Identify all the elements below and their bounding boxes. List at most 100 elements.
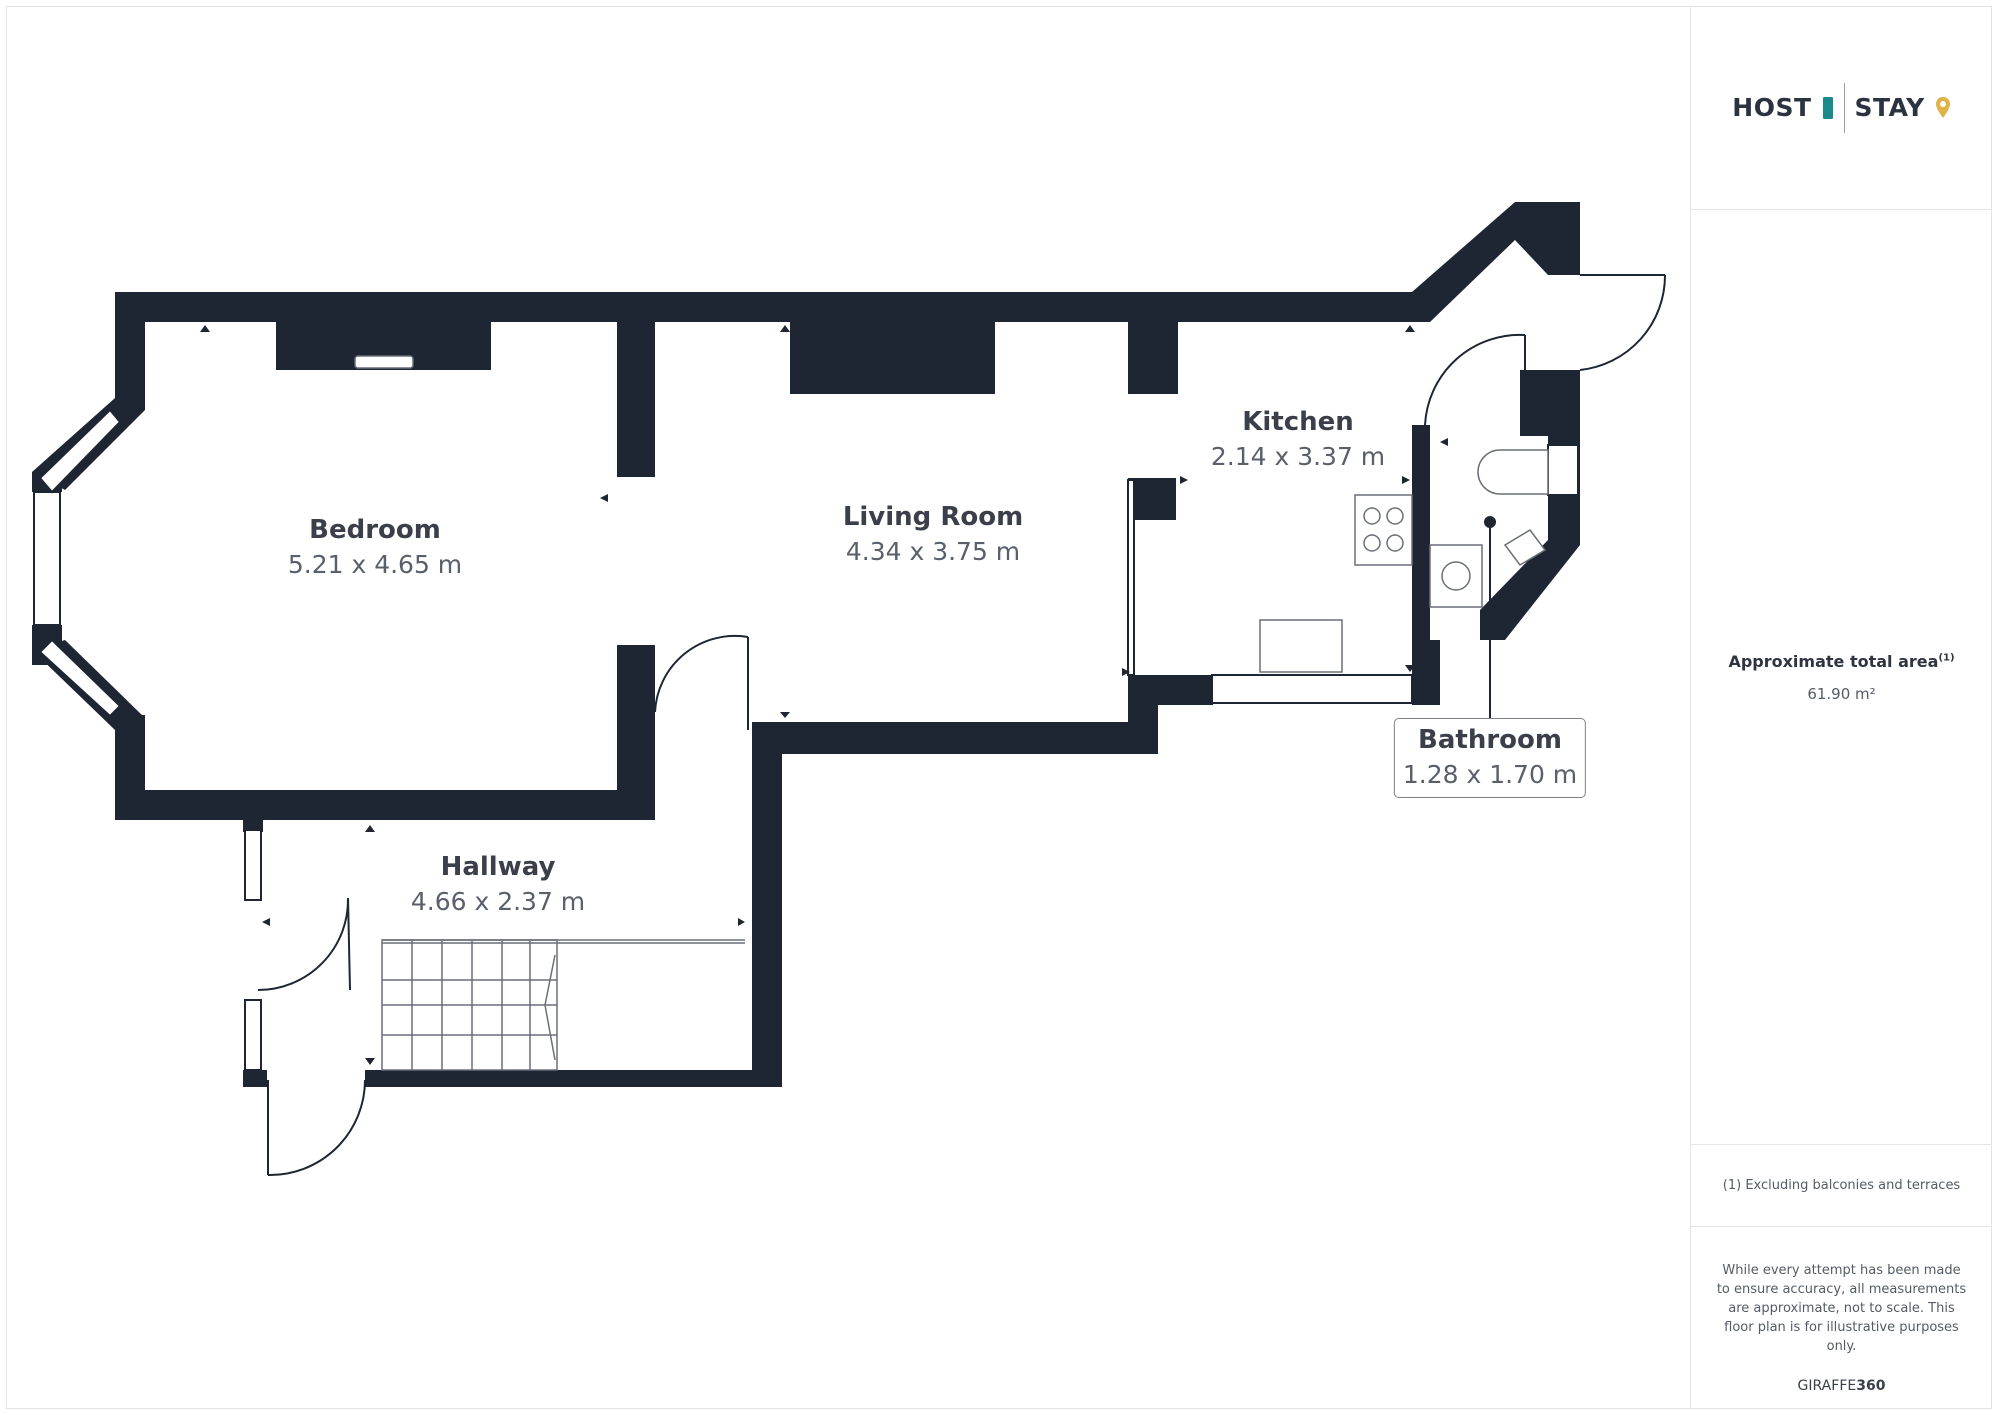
marker	[262, 918, 270, 926]
marker	[600, 494, 608, 502]
area-title: Approximate total area(1)	[1728, 652, 1954, 671]
room-name: Living Room	[842, 502, 1024, 532]
door-hallway-leaf	[347, 897, 351, 991]
marker	[1402, 476, 1410, 484]
room-dimensions: 5.21 x 4.65 m	[287, 550, 463, 579]
basin-bowl	[1441, 561, 1471, 591]
marker	[780, 712, 790, 718]
room-dimensions: 2.14 x 3.37 m	[1210, 442, 1386, 471]
wall-hallway-bottom-left	[243, 1070, 267, 1087]
area-section: Approximate total area(1) 61.90 m²	[1691, 210, 1992, 1145]
bathroom-leader	[1484, 516, 1496, 718]
wall-top	[115, 292, 1415, 322]
window-bay-front	[33, 491, 61, 626]
door-entrance-arc	[267, 1079, 366, 1177]
marker	[1405, 325, 1415, 332]
door-hallway-arc	[257, 897, 350, 991]
marker	[1122, 668, 1130, 676]
door-icon	[1822, 96, 1833, 119]
hob-ring	[1363, 534, 1381, 552]
chimney-living	[790, 322, 995, 394]
marker	[738, 918, 745, 926]
credit: GIRAFFE360	[1798, 1378, 1886, 1394]
brand-logo: HOST STAY	[1732, 82, 1950, 133]
fixtures	[354, 355, 1549, 673]
logo-divider	[1843, 82, 1845, 133]
wall-diagonal-top	[1412, 202, 1580, 322]
marker	[1180, 476, 1188, 484]
wall-bathroom-bottom-stub	[1412, 640, 1440, 705]
marker	[780, 325, 790, 332]
marker	[1405, 665, 1415, 672]
credit-suffix: 360	[1856, 1378, 1886, 1394]
wall-living-bottom	[752, 722, 1157, 754]
info-sidebar: HOST STAY Approximate total area(1) 61.9…	[1690, 6, 1992, 1409]
area-value: 61.90 m²	[1807, 684, 1876, 703]
fireplace-hearth	[354, 355, 414, 369]
toilet	[1477, 449, 1549, 495]
logo-section: HOST STAY	[1691, 6, 1992, 210]
location-pin-icon	[1935, 96, 1950, 118]
marker	[365, 1058, 375, 1065]
footnote: (1) Excluding balconies and terraces	[1722, 1178, 1961, 1193]
page-frame	[6, 6, 1992, 1409]
bathroom-shelf	[1503, 529, 1547, 566]
wall-kitchen-bottom-left	[1128, 675, 1213, 705]
leader-dot	[1484, 516, 1496, 528]
hob-ring	[1386, 507, 1404, 525]
room-living-room: Living Room 4.34 x 3.75 m	[843, 500, 1023, 570]
floor-plan: Bedroom 5.21 x 4.65 m Living Room 4.34 x…	[32, 202, 1667, 1177]
wall-partition-upper	[617, 322, 655, 477]
area-footnote-marker: (1)	[1938, 652, 1955, 664]
hob-ring	[1386, 534, 1404, 552]
marker	[200, 800, 210, 808]
window-hallway-upper	[244, 829, 262, 901]
door-living-arc	[654, 634, 749, 713]
kitchen-wall-thin	[1127, 479, 1135, 676]
door-back-arc	[1579, 274, 1667, 371]
wall-partition-lower	[617, 645, 655, 820]
marker	[200, 325, 210, 332]
walls	[32, 202, 1580, 1087]
marker	[365, 825, 375, 832]
room-name: Hallway	[440, 852, 556, 882]
hob	[1354, 494, 1413, 566]
room-dimensions: 4.66 x 2.37 m	[410, 887, 586, 916]
room-bathroom: Bathroom 1.28 x 1.70 m	[1393, 718, 1587, 798]
area-title-text: Approximate total area	[1728, 651, 1939, 671]
wall-hallway-right	[752, 722, 782, 1087]
stairs	[381, 939, 745, 1071]
footnote-section: (1) Excluding balconies and terraces	[1691, 1145, 1992, 1227]
wall-hallway-bottom	[365, 1070, 782, 1087]
room-dimensions: 1.28 x 1.70 m	[1402, 760, 1578, 789]
room-name: Kitchen	[1242, 407, 1354, 437]
door-bathroom-arc	[1424, 333, 1526, 426]
window-kitchen	[1211, 674, 1413, 704]
room-hallway: Hallway 4.66 x 2.37 m	[411, 850, 585, 920]
floor-plan-drawing	[32, 202, 1667, 1177]
logo-stay-text: STAY	[1854, 93, 1925, 122]
doors	[257, 274, 1667, 1177]
wall-bathroom-ledge	[1520, 422, 1550, 436]
disclaimer: While every attempt has been made to ens…	[1716, 1263, 1967, 1354]
windows	[33, 408, 1579, 1071]
wall-bedroom-bottom	[115, 790, 655, 820]
credit-prefix: GIRAFFE	[1797, 1378, 1857, 1394]
room-kitchen: Kitchen 2.14 x 3.37 m	[1211, 405, 1385, 475]
disclaimer-section: While every attempt has been made to ens…	[1691, 1227, 1992, 1409]
wall-bathroom-diagonal	[1480, 370, 1580, 640]
room-dimensions: 4.34 x 3.75 m	[845, 537, 1021, 566]
pillar-kitchen	[1128, 322, 1178, 394]
window-bay-upper	[38, 408, 122, 494]
hob-ring	[1363, 507, 1381, 525]
dimension-markers	[200, 325, 1448, 1065]
window-bathroom	[1547, 444, 1579, 496]
room-name: Bedroom	[309, 515, 441, 545]
window-hallway-lower	[244, 999, 262, 1071]
stairs-arrow	[544, 954, 556, 1061]
wall-bathroom-left	[1412, 425, 1430, 705]
window-bay-lower	[38, 638, 122, 718]
room-bedroom: Bedroom 5.21 x 4.65 m	[288, 513, 462, 583]
wall-kitchen-stub	[1128, 478, 1176, 520]
kitchen-sink	[1259, 619, 1343, 673]
